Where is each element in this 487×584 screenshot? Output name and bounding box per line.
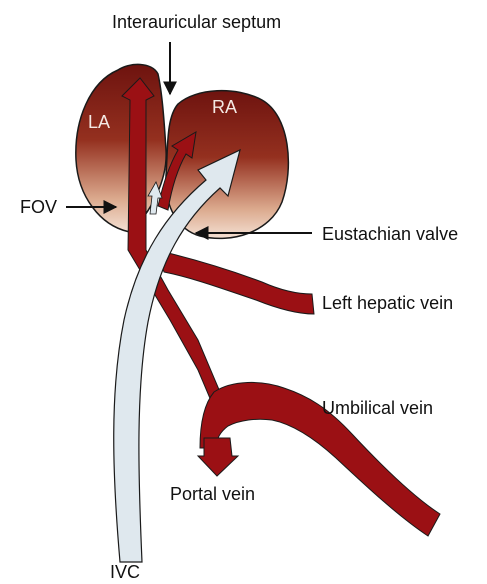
eustachian-valve-label: Eustachian valve — [322, 224, 458, 244]
left-hepatic-vein-label: Left hepatic vein — [322, 293, 453, 313]
fov-label: FOV — [20, 197, 57, 217]
portal-vein-label: Portal vein — [170, 484, 255, 504]
interauricular-septum-label: Interauricular septum — [112, 12, 281, 32]
umbilical-vein-label: Umbilical vein — [322, 398, 433, 418]
ivc-label: IVC — [110, 562, 140, 582]
ra-label: RA — [212, 97, 237, 117]
portal-vein — [198, 438, 238, 476]
la-label: LA — [88, 112, 110, 132]
left-hepatic-vein — [156, 250, 314, 314]
